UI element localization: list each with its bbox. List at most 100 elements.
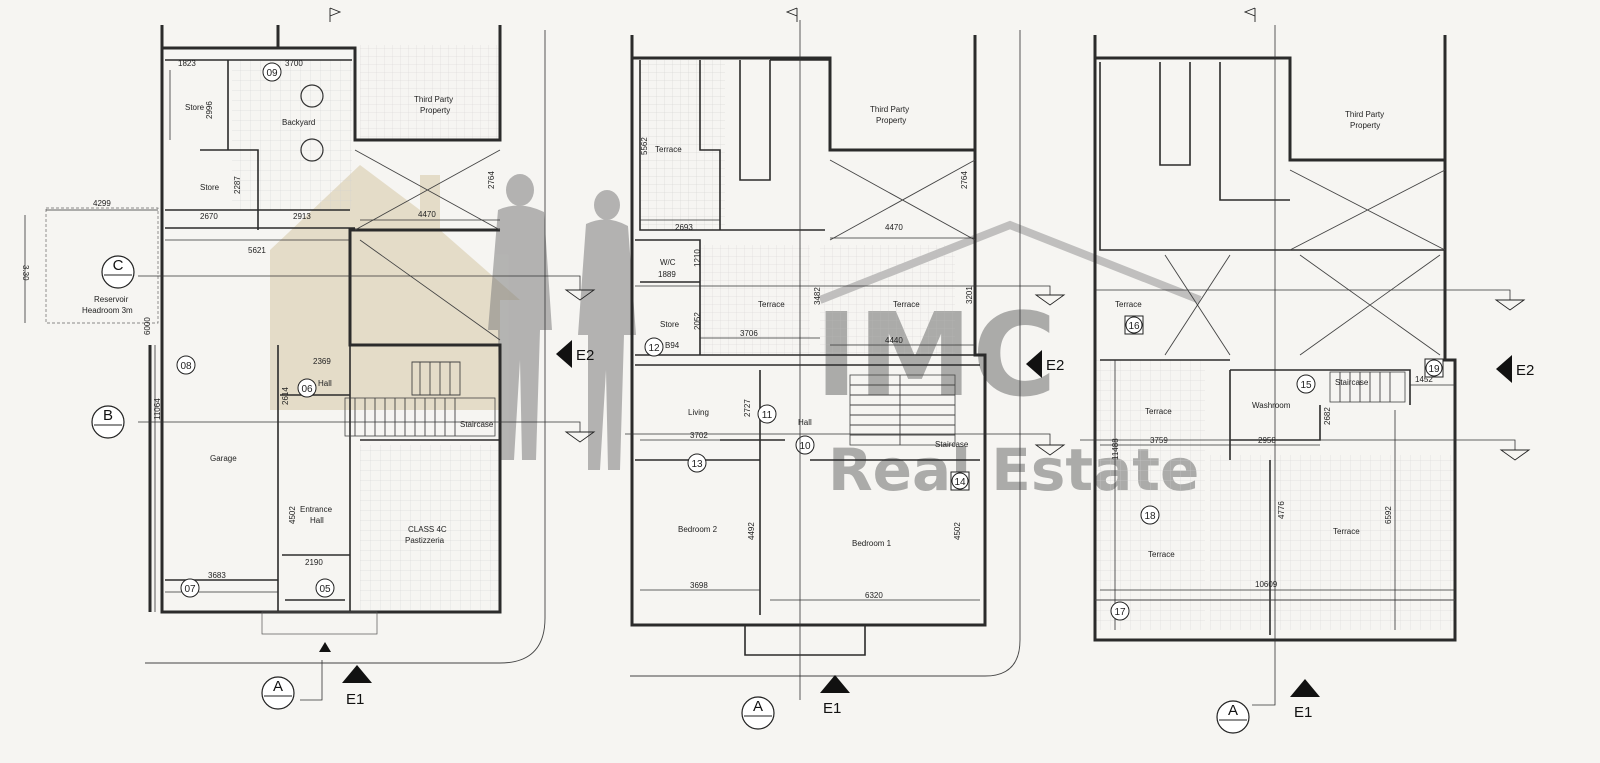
section-a-circle-3: [1216, 700, 1250, 734]
room-store-f: Store: [660, 320, 680, 329]
room-third-party-sub-r: Property: [1350, 121, 1380, 130]
room-terrace-1-f: Terrace: [655, 145, 682, 154]
dim-4502-f: 4502: [953, 522, 962, 540]
room-terrace-2-r: Terrace: [1145, 407, 1172, 416]
section-a-label-2: A: [753, 698, 763, 715]
dim-3706: 3706: [740, 329, 758, 338]
first-dimensions: 5562 2693 4470 2764 1889 1210 2052 B94 3…: [640, 137, 974, 600]
tag-08: 08: [180, 361, 192, 372]
dim-b94: B94: [665, 341, 680, 350]
dim-4470: 4470: [418, 210, 436, 219]
room-terrace-3-f: Terrace: [893, 300, 920, 309]
tag-11: 11: [762, 410, 773, 421]
dim-2369: 2369: [313, 357, 331, 366]
room-store-2: Store: [200, 183, 220, 192]
dim-3482: 3482: [813, 287, 822, 305]
ground-rear-wall: [162, 25, 502, 142]
section-markers: C B A A A E1 E1 E1 E2 E2 E2: [91, 255, 1534, 734]
dim-3-30: 3.30: [21, 265, 30, 281]
dim-2913: 2913: [293, 212, 311, 221]
section-a-label-3: A: [1228, 702, 1238, 719]
roof-dimensions: 1452 2682 3759 2958 11488 4776 6592 1060…: [1111, 375, 1433, 589]
room-terrace-2-f: Terrace: [758, 300, 785, 309]
room-staircase: Staircase: [460, 420, 494, 429]
room-bedroom-1: Bedroom 1: [852, 539, 892, 548]
dim-2958: 2958: [1258, 436, 1276, 445]
roof-staircase: [1329, 371, 1406, 403]
room-hall-f: Hall: [798, 418, 812, 427]
room-reservoir-sub: Headroom 3m: [82, 306, 133, 315]
dim-2764-f: 2764: [960, 171, 969, 189]
ground-street-line: [145, 30, 546, 664]
ground-staircase: [344, 361, 496, 437]
room-third-party: Third Party: [414, 95, 453, 104]
dim-6320: 6320: [865, 591, 883, 600]
room-shop: CLASS 4C: [408, 525, 447, 534]
tag-17: 17: [1114, 607, 1126, 618]
ground-room-labels: Store Backyard Store Third Party Propert…: [82, 95, 494, 545]
tag-07: 07: [184, 584, 196, 595]
room-backyard: Backyard: [282, 118, 315, 127]
elevation-e1-label-3: E1: [1294, 704, 1312, 721]
section-a-label-1: A: [273, 678, 283, 695]
ground-room-tags: 09 08 06 07 05: [176, 62, 335, 598]
section-b-label: B: [103, 407, 113, 424]
dim-4502: 4502: [288, 506, 297, 524]
roof-outer-wall: [1093, 35, 1457, 642]
dim-2614: 2614: [281, 387, 290, 405]
room-garage: Garage: [210, 454, 237, 463]
room-third-party-sub: Property: [420, 106, 450, 115]
dim-2682: 2682: [1323, 407, 1332, 425]
dim-2764: 2764: [487, 171, 496, 189]
tag-09: 09: [266, 68, 278, 79]
dim-2727: 2727: [743, 399, 752, 417]
ground-outer-wall: [160, 25, 502, 614]
first-outer-wall: [630, 35, 987, 627]
dim-3201: 3201: [965, 286, 974, 304]
watermark-silhouettes: [488, 174, 636, 470]
tag-06: 06: [301, 384, 313, 395]
tag-18: 18: [1144, 511, 1156, 522]
tag-05: 05: [319, 584, 331, 595]
first-floor-plan: 5562 2693 4470 2764 1889 1210 2052 B94 3…: [630, 30, 1021, 677]
room-bedroom-2: Bedroom 2: [678, 525, 718, 534]
tag-10: 10: [799, 441, 811, 452]
dim-4299: 4299: [93, 199, 111, 208]
dim-3700: 3700: [285, 59, 303, 68]
dim-11488: 11488: [1111, 438, 1120, 460]
elevation-e2-label-1: E2: [576, 347, 594, 364]
room-third-party-r: Third Party: [1345, 110, 1384, 119]
dim-1452: 1452: [1415, 375, 1433, 384]
dim-2052: 2052: [693, 312, 702, 330]
tag-13: 13: [691, 459, 703, 470]
tag-19: 19: [1428, 364, 1440, 375]
shop-floor-hatch: [360, 445, 500, 610]
room-store-1: Store: [185, 103, 205, 112]
dim-4440: 4440: [885, 336, 903, 345]
dim-4492: 4492: [747, 522, 756, 540]
tag-12: 12: [648, 343, 660, 354]
first-room-labels: Third Party Property Terrace W/C Store T…: [655, 105, 969, 548]
dim-3698: 3698: [690, 581, 708, 590]
dim-2287: 2287: [233, 176, 242, 194]
room-entrance-sub: Hall: [310, 516, 324, 525]
room-living: Living: [688, 408, 709, 417]
dim-10609: 10609: [1255, 580, 1278, 589]
elevation-e2-label-2: E2: [1046, 357, 1064, 374]
roof-plan: 1452 2682 3759 2958 11488 4776 6592 1060…: [1093, 35, 1457, 642]
dim-6000: 6000: [143, 317, 152, 335]
section-c-label: C: [113, 257, 124, 274]
tag-15: 15: [1300, 380, 1312, 391]
first-street-line: [630, 30, 1021, 677]
room-reservoir: Reservoir: [94, 295, 129, 304]
dim-2670: 2670: [200, 212, 218, 221]
section-c-circle: [101, 255, 135, 289]
roof-terrace-hatch: [1095, 360, 1205, 630]
dim-2996: 2996: [205, 101, 214, 119]
dim-3702: 3702: [690, 431, 708, 440]
room-terrace-1-r: Terrace: [1115, 300, 1142, 309]
room-staircase-f: Staircase: [935, 440, 969, 449]
room-third-party-sub-f: Property: [876, 116, 906, 125]
dim-5562: 5562: [640, 137, 649, 155]
